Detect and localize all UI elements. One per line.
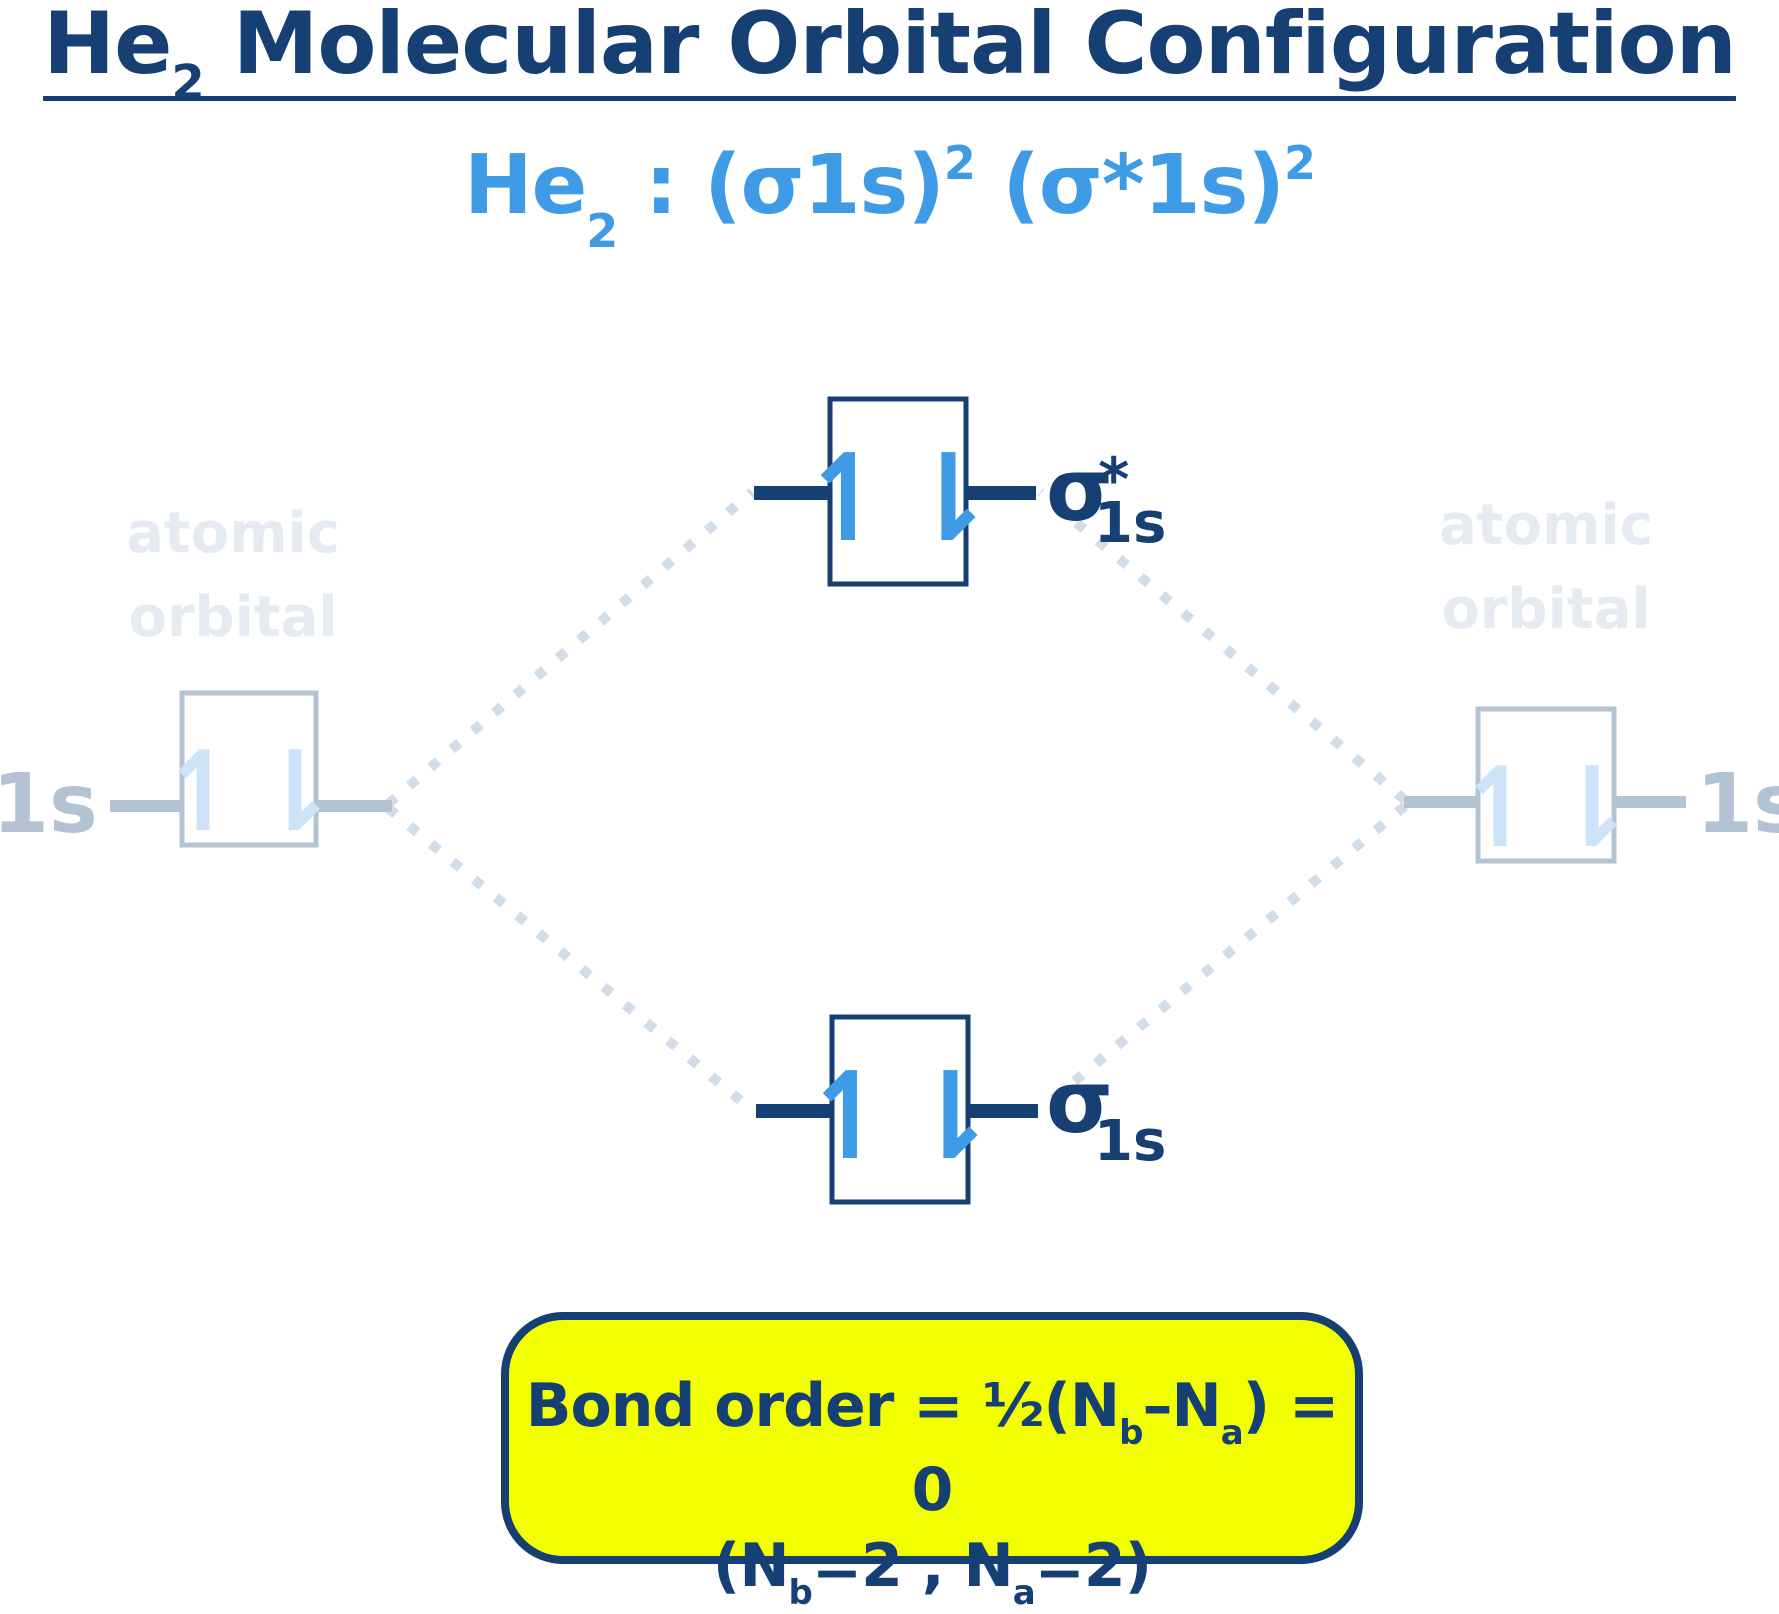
antibonding-symbol: σ: [1046, 441, 1113, 541]
na-subscript: a: [1220, 1413, 1244, 1453]
bond-order-result: ) = 0: [911, 1371, 1340, 1525]
count-nb-subscript: b: [788, 1572, 813, 1613]
electron-configuration: He2 : (σ1s)2 (σ*1s)2: [0, 136, 1779, 258]
antibonding-arrows: ↿⇂: [797, 430, 998, 569]
right-orbital-arrows: ↿⇂: [1454, 744, 1638, 872]
bonding-subscript: 1s: [1094, 1109, 1166, 1174]
right-orbital-box: [1475, 706, 1617, 864]
bonding-box: [829, 1014, 971, 1205]
right-atomic-orbital: atomic orbital ↿⇂ 1s: [1404, 493, 1779, 872]
left-orbital-name: 1s: [0, 757, 98, 852]
antibonding-orbital: ↿⇂ σ * 1s: [754, 396, 1166, 587]
left-orbital-label-line1: atomic: [126, 501, 340, 566]
config-subscript: 2: [586, 204, 618, 258]
correlation-lines: [384, 488, 1409, 1114]
bonding-orbital: ↿⇂ σ 1s: [756, 1014, 1166, 1205]
left-orbital-arrows: ↿⇂: [157, 728, 341, 856]
right-orbital-name: 1s: [1696, 757, 1779, 852]
left-atomic-orbital: atomic orbital ↿⇂ 1s: [0, 501, 392, 856]
page-title: He2 Molecular Orbital Configuration: [0, 0, 1779, 111]
config-exp2: 2: [1283, 136, 1316, 190]
bonding-symbol: σ: [1046, 1053, 1113, 1153]
right-orbital-label-line2: orbital: [1441, 577, 1650, 642]
count-na-subscript: a: [1012, 1572, 1036, 1613]
mo-diagram: atomic orbital ↿⇂ 1s atomic orbital ↿⇂ 1…: [0, 396, 1779, 1205]
bond-order-callout: Bond order = ½(Nb–Na) = 0 (Nb=2 , Na=2): [501, 1312, 1363, 1613]
bond-order-minus: –N: [1142, 1371, 1221, 1441]
config-prefix: He: [464, 138, 587, 233]
antibonding-subscript: 1s: [1094, 491, 1166, 556]
nb-subscript: b: [1119, 1413, 1143, 1453]
config-separator: :: [617, 138, 705, 233]
count-open: (N: [712, 1530, 790, 1601]
count-close: =2): [1034, 1530, 1152, 1601]
config-term2: (σ*1s): [974, 138, 1285, 233]
left-orbital-box: [179, 690, 319, 848]
config-exp1: 2: [943, 136, 976, 190]
electron-count-line: (Nb=2 , Na=2): [509, 1530, 1355, 1614]
config-term1: (σ1s): [704, 138, 945, 233]
bond-order-text: Bond order = ½(N: [525, 1371, 1120, 1441]
right-orbital-label-line1: atomic: [1439, 493, 1653, 558]
count-mid: =2 , N: [811, 1530, 1014, 1601]
antibonding-box: [827, 396, 969, 587]
bond-order-line: Bond order = ½(Nb–Na) = 0: [509, 1370, 1355, 1526]
title-rest: Molecular Orbital Configuration: [203, 0, 1737, 94]
bonding-arrows: ↿⇂: [799, 1048, 1000, 1187]
title-prefix: He: [43, 0, 172, 94]
left-orbital-label-line2: orbital: [128, 585, 337, 650]
title-subscript: 2: [171, 55, 204, 111]
antibonding-star: *: [1098, 445, 1129, 515]
